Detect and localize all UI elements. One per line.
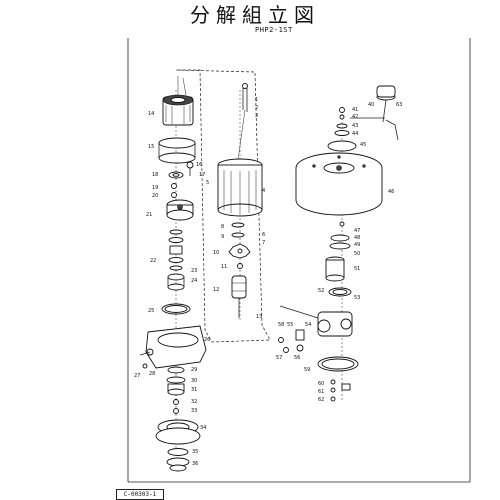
drawing-title: 分解組立図: [190, 3, 320, 27]
rotor-12: [231, 275, 247, 318]
model-code: PHP2-1ST: [255, 26, 293, 34]
label-41: 41: [352, 107, 358, 113]
label-32: 32: [191, 399, 197, 405]
label-53: 53: [354, 295, 360, 301]
label-51: 51: [354, 266, 360, 272]
label-63: 63: [396, 102, 402, 108]
label-58: 58: [278, 322, 284, 328]
label-40: 40: [368, 102, 374, 108]
label-16: 16: [196, 162, 202, 168]
label-19: 19: [152, 185, 158, 191]
label-54: 54: [305, 322, 311, 328]
bolt-8-9: [231, 222, 245, 238]
label-50: 50: [354, 251, 360, 257]
float-switch-40: [350, 85, 399, 141]
label-3: 3: [255, 113, 258, 119]
pump-head-54: [279, 305, 353, 337]
label-35: 35: [192, 449, 198, 455]
label-31: 31: [191, 387, 197, 393]
label-56: 56: [294, 355, 300, 361]
label-21: 21: [146, 212, 152, 218]
bolts-19-20: [171, 183, 177, 198]
bolts-60-63: [330, 379, 351, 402]
gasket-52-53: [328, 287, 352, 297]
label-29: 29: [191, 367, 197, 373]
mechanical-seal-23: [167, 273, 185, 291]
label-60: 60: [318, 381, 324, 387]
cable-lead: [237, 83, 248, 161]
pressure-vessel-51: [325, 256, 345, 282]
label-26: 26: [204, 337, 210, 343]
label-55: 55: [287, 322, 293, 328]
label-20: 20: [152, 193, 158, 199]
label-4: 4: [262, 188, 265, 194]
label-18: 18: [152, 172, 158, 178]
label-11: 11: [221, 264, 227, 270]
label-33: 33: [191, 408, 197, 414]
label-43: 43: [352, 123, 358, 129]
suction-cover: [155, 419, 201, 445]
label-13: 13: [256, 314, 262, 320]
label-2: 2: [255, 105, 258, 111]
seal-stack-22: [168, 229, 184, 271]
label-61: 61: [318, 389, 324, 395]
label-15: 15: [148, 144, 154, 150]
label-12: 12: [213, 287, 219, 293]
fittings-47-50: [329, 221, 351, 250]
label-24: 24: [191, 278, 197, 284]
label-57: 57: [276, 355, 282, 361]
bearing-housing: [166, 199, 194, 221]
label-44: 44: [352, 131, 358, 137]
label-34: 34: [200, 425, 206, 431]
label-25: 25: [148, 308, 154, 314]
inner-assembly-frame: [175, 69, 271, 343]
label-46: 46: [388, 189, 394, 195]
nut-11: [237, 263, 243, 269]
label-42: 42: [352, 114, 358, 120]
handle-ring-59: [317, 356, 359, 372]
label-45: 45: [360, 142, 366, 148]
label-22: 22: [150, 258, 156, 264]
label-17: 17: [199, 172, 205, 178]
label-48: 48: [354, 235, 360, 241]
label-9: 9: [221, 234, 224, 240]
label-27: 27: [134, 373, 140, 379]
label-59: 59: [304, 367, 310, 373]
stator-coil: [162, 76, 194, 126]
fasteners-41-44: [334, 107, 350, 136]
label-62: 62: [318, 397, 324, 403]
pump-casing: [139, 325, 207, 369]
label-28: 28: [149, 371, 155, 377]
label-49: 49: [354, 242, 360, 248]
strainer-base: [166, 448, 190, 472]
washer-18: [168, 171, 184, 179]
label-14: 14: [148, 111, 154, 117]
label-30: 30: [191, 378, 197, 384]
bolt-27: [142, 363, 148, 369]
label-6: 6: [262, 232, 265, 238]
screw-16: [186, 161, 194, 176]
o-ring-25: [161, 303, 191, 315]
fittings-55-58: [278, 329, 305, 353]
label-1: 1: [255, 97, 258, 103]
label-5: 5: [206, 180, 209, 186]
label-47: 47: [354, 228, 360, 234]
tank-46: [295, 152, 383, 216]
label-23: 23: [191, 268, 197, 274]
motor-frame-ring: [158, 137, 196, 164]
spider-washer-10: [228, 243, 251, 259]
part-labels: 14 15 16 17 18 19 20 21 22 23 24 25 26 2…: [134, 97, 402, 467]
impeller-stack: [166, 366, 186, 414]
label-10: 10: [213, 250, 219, 256]
label-7: 7: [262, 240, 265, 246]
label-8: 8: [221, 224, 224, 230]
label-52: 52: [318, 288, 324, 294]
motor-stator-4: [217, 158, 263, 217]
label-36: 36: [192, 461, 198, 467]
top-cover-45: [327, 140, 357, 152]
